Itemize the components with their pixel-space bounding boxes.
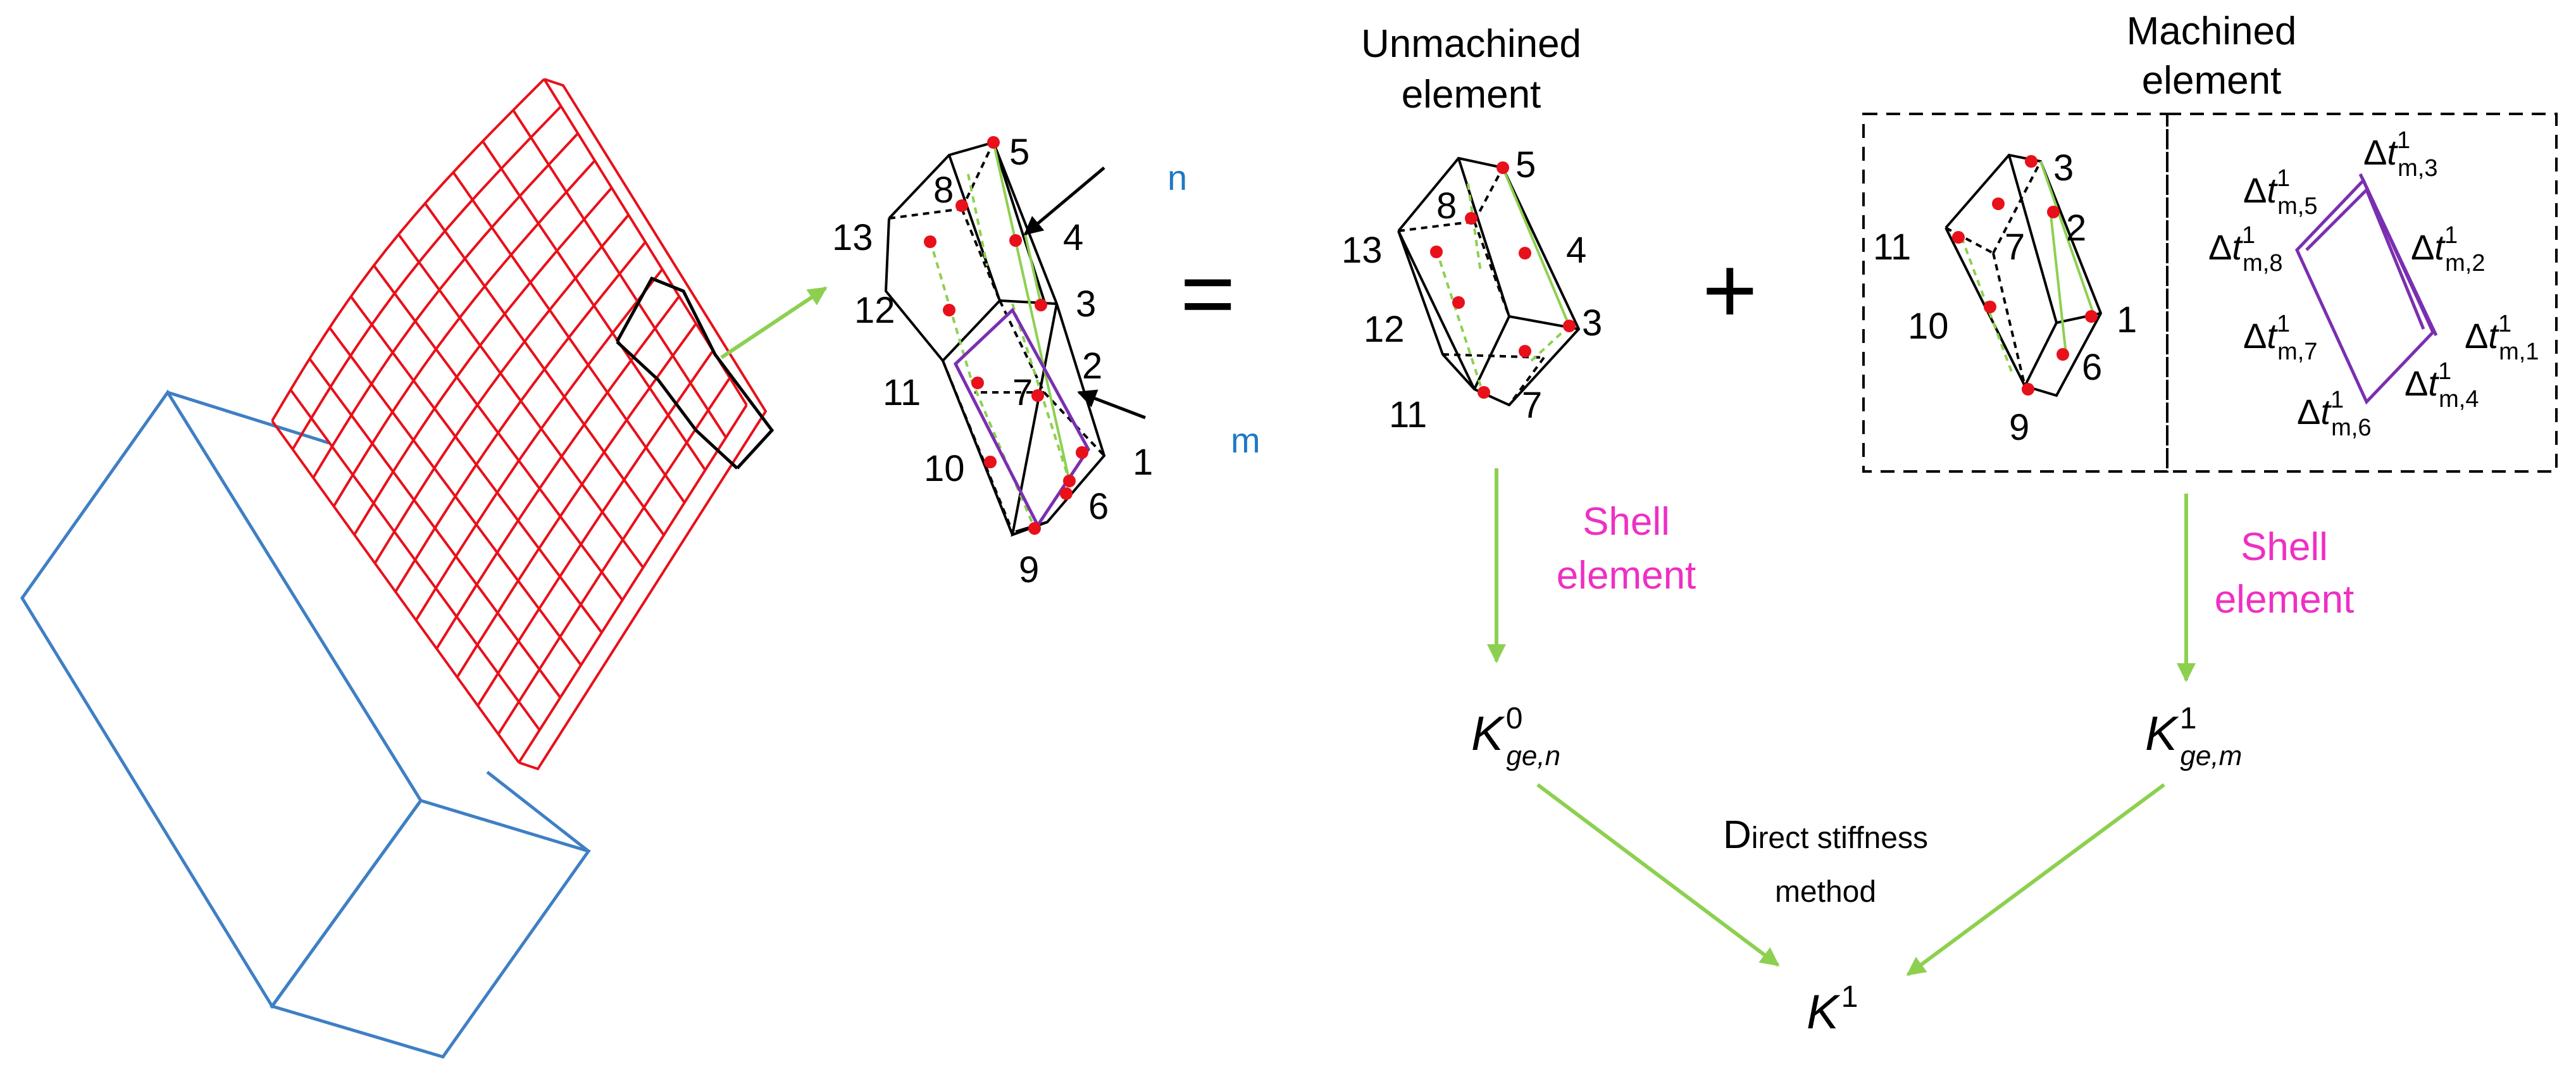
assembly: Direct stiffness method K1 <box>1536 783 2165 1039</box>
node-label: 5 <box>1009 132 1030 173</box>
zoom-arrow <box>720 286 828 359</box>
mesh-line <box>312 132 579 479</box>
equals-sign: = <box>1180 240 1236 346</box>
label-m: m <box>1231 420 1260 460</box>
shell-label-left: Shell <box>1583 500 1670 544</box>
machined-title: Machined <box>2127 9 2297 53</box>
shell-label-right: Shell <box>2241 525 2328 569</box>
mesh-line <box>373 214 630 564</box>
method-label: Direct stiffness <box>1723 813 1928 857</box>
shell-label-left-2: element <box>1557 554 1696 597</box>
mesh-line <box>497 377 731 735</box>
mesh-thickness-edge <box>518 78 768 771</box>
assembly-arrow-right <box>1906 783 2165 976</box>
mesh-line <box>414 268 664 621</box>
mesh-line <box>456 323 697 678</box>
workpiece-base-box <box>20 389 592 1059</box>
node-label: 11 <box>1873 227 1911 268</box>
node-label: 7 <box>2005 227 2025 268</box>
unmachined-title-2: element <box>1402 73 1541 116</box>
node-label: 9 <box>1019 549 1039 590</box>
node-label: 5 <box>1515 144 1536 185</box>
node-label: 8 <box>933 170 954 211</box>
m-pointer-arrow <box>1077 389 1146 420</box>
node-label: 12 <box>1364 309 1405 350</box>
center-element: 13 8 5 4 12 3 11 7 2 10 1 6 9 n m <box>832 132 1260 590</box>
node-label: 11 <box>1389 394 1427 435</box>
node-label: 1 <box>1133 442 1153 483</box>
mesh-line <box>435 296 680 650</box>
thin-wall-mesh <box>271 78 768 771</box>
node-label: 2 <box>2066 208 2086 249</box>
node-label: 3 <box>1076 284 1096 325</box>
assembly-arrow-left <box>1536 783 1780 967</box>
highlighted-element-on-mesh <box>615 276 775 470</box>
mesh-line <box>353 187 613 536</box>
node-label: 6 <box>2082 347 2102 388</box>
mesh-line <box>271 78 545 422</box>
machined-dashed-box-left <box>1862 113 2168 473</box>
unmachined-title: Unmachined <box>1361 22 1581 66</box>
node-label: 2 <box>1082 346 1102 387</box>
node-label: 4 <box>1063 217 1083 258</box>
unmachined-element: Unmachined element <box>1341 22 1696 771</box>
node-label: 13 <box>1341 230 1383 271</box>
mesh-line <box>476 350 714 707</box>
node-label: 8 <box>1436 185 1457 227</box>
node-label: 3 <box>2053 147 2074 189</box>
global-stiffness-matrix: K1 <box>1807 980 1858 1039</box>
node-label: 10 <box>924 448 965 489</box>
node-label: 10 <box>1908 306 1949 347</box>
machined-title-2: element <box>2142 59 2282 103</box>
machined-dashed-box-right <box>2166 113 2558 473</box>
node-label: 13 <box>832 217 873 258</box>
node-label: 1 <box>2117 299 2137 340</box>
label-n: n <box>1167 158 1187 197</box>
node-label: 3 <box>1582 302 1602 344</box>
machined-element: Machined element 11 3 7 <box>1862 9 2558 771</box>
node-label: 9 <box>2009 407 2029 448</box>
mesh-line <box>518 404 748 764</box>
node-label: 7 <box>1012 372 1033 413</box>
node-label: 4 <box>1566 230 1586 271</box>
n-pointer-arrow <box>1023 166 1105 235</box>
method-label-2: method <box>1775 875 1876 909</box>
node-label: 11 <box>883 372 921 413</box>
shell-label-right-2: element <box>2215 578 2355 621</box>
mesh-line <box>394 241 647 593</box>
node-label: 6 <box>1088 486 1109 527</box>
mesh-line <box>291 105 563 451</box>
mesh-line <box>332 159 596 508</box>
plus-sign: + <box>1702 237 1758 343</box>
node-label: 7 <box>1522 385 1542 426</box>
node-label: 12 <box>854 290 895 331</box>
